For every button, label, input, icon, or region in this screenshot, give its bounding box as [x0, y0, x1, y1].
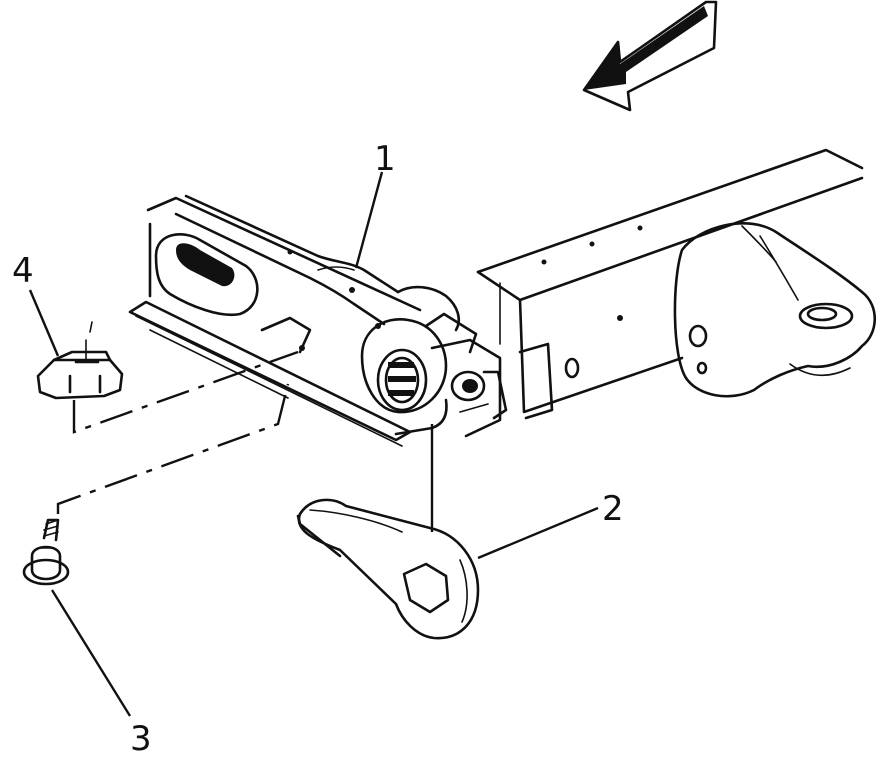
torsion-key-hub — [360, 312, 508, 438]
adjuster-arm — [296, 498, 480, 640]
assembly-line-clip-to-rail — [72, 350, 299, 434]
forward-arrow-icon — [582, 0, 718, 112]
callout-leader-4 — [28, 289, 60, 357]
callout-leader-3 — [50, 589, 132, 717]
callout-1: 1 — [374, 139, 396, 179]
callout-3: 3 — [130, 719, 152, 759]
clip-nut — [36, 321, 124, 400]
callout-leader-1 — [354, 171, 384, 269]
callout-2: 2 — [602, 489, 624, 529]
callout-4: 4 — [12, 251, 34, 291]
bolt — [22, 518, 70, 586]
assembly-line-bolt-to-rail — [56, 383, 290, 514]
support-bracket — [673, 222, 876, 398]
callout-leader-2 — [477, 506, 599, 560]
frame-crossmember — [476, 148, 864, 420]
frame-rail — [128, 196, 422, 447]
